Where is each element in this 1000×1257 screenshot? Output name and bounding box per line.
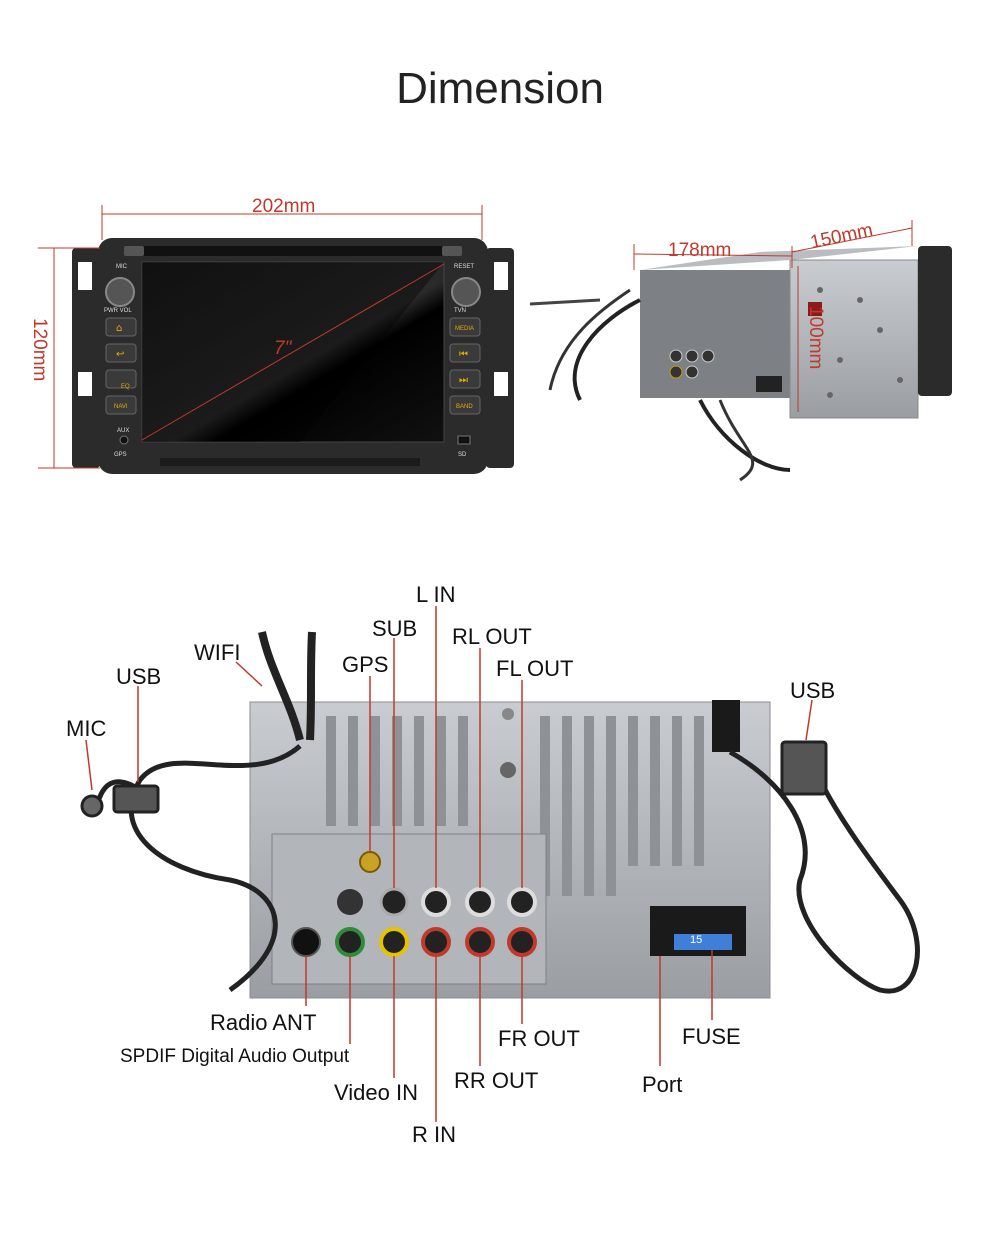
side-unit bbox=[529, 246, 952, 482]
side-dimension-lines bbox=[633, 220, 913, 412]
usb-right-label: USB bbox=[790, 678, 836, 703]
video-in-label: Video IN bbox=[334, 1080, 418, 1105]
media-label: MEDIA bbox=[455, 326, 474, 332]
next-icon: ⏭ bbox=[459, 375, 468, 386]
fr-out-label: FR OUT bbox=[498, 1026, 580, 1051]
port-label: Port bbox=[642, 1072, 683, 1097]
band-label: BAND bbox=[456, 404, 473, 410]
home-icon: ⌂ bbox=[116, 323, 122, 334]
front-height-label: 120mm bbox=[29, 318, 50, 382]
rr-out-label: RR OUT bbox=[454, 1068, 539, 1093]
back-icon: ↩ bbox=[116, 349, 124, 360]
side-height-label: 100mm bbox=[805, 306, 826, 370]
sd-label: SD bbox=[458, 452, 467, 458]
pwr-vol-label: PWR VOL bbox=[104, 308, 132, 314]
fuse-label: FUSE bbox=[682, 1024, 741, 1049]
fuse-value: 15 bbox=[690, 934, 703, 946]
navi-label: NAVI bbox=[114, 404, 128, 410]
radio-ant-label: Radio ANT bbox=[210, 1010, 317, 1035]
page-title: Dimension bbox=[396, 64, 604, 113]
eq-label: EQ bbox=[121, 384, 130, 390]
mic-port-label: MIC bbox=[66, 716, 107, 741]
wifi-label: WIFI bbox=[194, 640, 241, 665]
rl-out-label: RL OUT bbox=[452, 624, 532, 649]
front-width-label: 202mm bbox=[252, 196, 316, 217]
gps-port-label: GPS bbox=[342, 652, 389, 677]
aux-label: AUX bbox=[117, 428, 129, 434]
screen-size-label: 7" bbox=[274, 338, 292, 359]
front-dimension-lines bbox=[38, 205, 483, 469]
mic-label: MIC bbox=[116, 264, 128, 270]
side-length-label: 178mm bbox=[668, 240, 732, 261]
usb-left-label: USB bbox=[116, 664, 162, 689]
reset-label: RESET bbox=[454, 264, 474, 270]
sub-label: SUB bbox=[372, 616, 418, 641]
front-unit bbox=[72, 238, 514, 474]
prev-icon: ⏮ bbox=[459, 349, 468, 360]
l-in-label: L IN bbox=[416, 582, 456, 607]
back-panel bbox=[80, 631, 920, 999]
leader-lines bbox=[85, 606, 813, 1122]
spdif-label: SPDIF Digital Audio Output bbox=[120, 1046, 350, 1067]
r-in-label: R IN bbox=[412, 1122, 456, 1147]
fl-out-label: FL OUT bbox=[496, 656, 574, 681]
tvn-label: TVN bbox=[454, 308, 466, 314]
gps-label: GPS bbox=[114, 452, 127, 458]
